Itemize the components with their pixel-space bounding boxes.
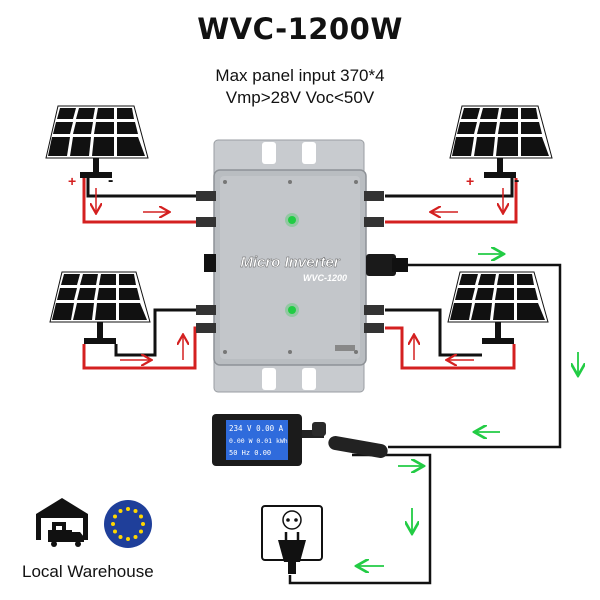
solar-panel-top-right bbox=[449, 105, 553, 178]
spec-max-panel-input: Max panel input 370*4 bbox=[215, 66, 385, 85]
minus-label-top-left: - bbox=[108, 172, 113, 189]
power-meter bbox=[212, 414, 388, 466]
solar-panel-top-left bbox=[45, 105, 149, 178]
warehouse-label: Local Warehouse bbox=[22, 562, 154, 581]
inverter-model-label: WVC-1200 bbox=[303, 273, 347, 283]
warehouse-truck-icon bbox=[36, 498, 88, 547]
eu-flag-icon bbox=[104, 500, 152, 548]
minus-label-top-right: - bbox=[514, 172, 519, 189]
meter-row-3: 50 Hz 0.00 bbox=[229, 449, 271, 457]
ac-wiring bbox=[288, 263, 562, 585]
meter-row-1: 234 V 0.00 A bbox=[229, 424, 284, 433]
dc-wiring-top-right bbox=[385, 178, 518, 224]
micro-inverter bbox=[196, 139, 408, 393]
plus-label-top-right: + bbox=[466, 173, 474, 189]
inverter-label: Micro Inverter bbox=[240, 254, 340, 271]
plus-label-top-left: + bbox=[68, 173, 76, 189]
meter-row-2: 0.00 W 0.01 kWh bbox=[229, 437, 288, 445]
dc-wiring-top-left bbox=[82, 178, 215, 224]
dc-wiring-bottom-right bbox=[385, 308, 516, 370]
solar-panel-bottom-left bbox=[49, 271, 151, 344]
ac-flow-arrows bbox=[358, 254, 578, 566]
solar-panel-bottom-right bbox=[447, 271, 549, 344]
diagram-title: WVC-1200W bbox=[197, 12, 403, 46]
spec-voltage-range: Vmp>28V Voc<50V bbox=[225, 88, 375, 107]
wall-socket-icon bbox=[261, 505, 323, 574]
